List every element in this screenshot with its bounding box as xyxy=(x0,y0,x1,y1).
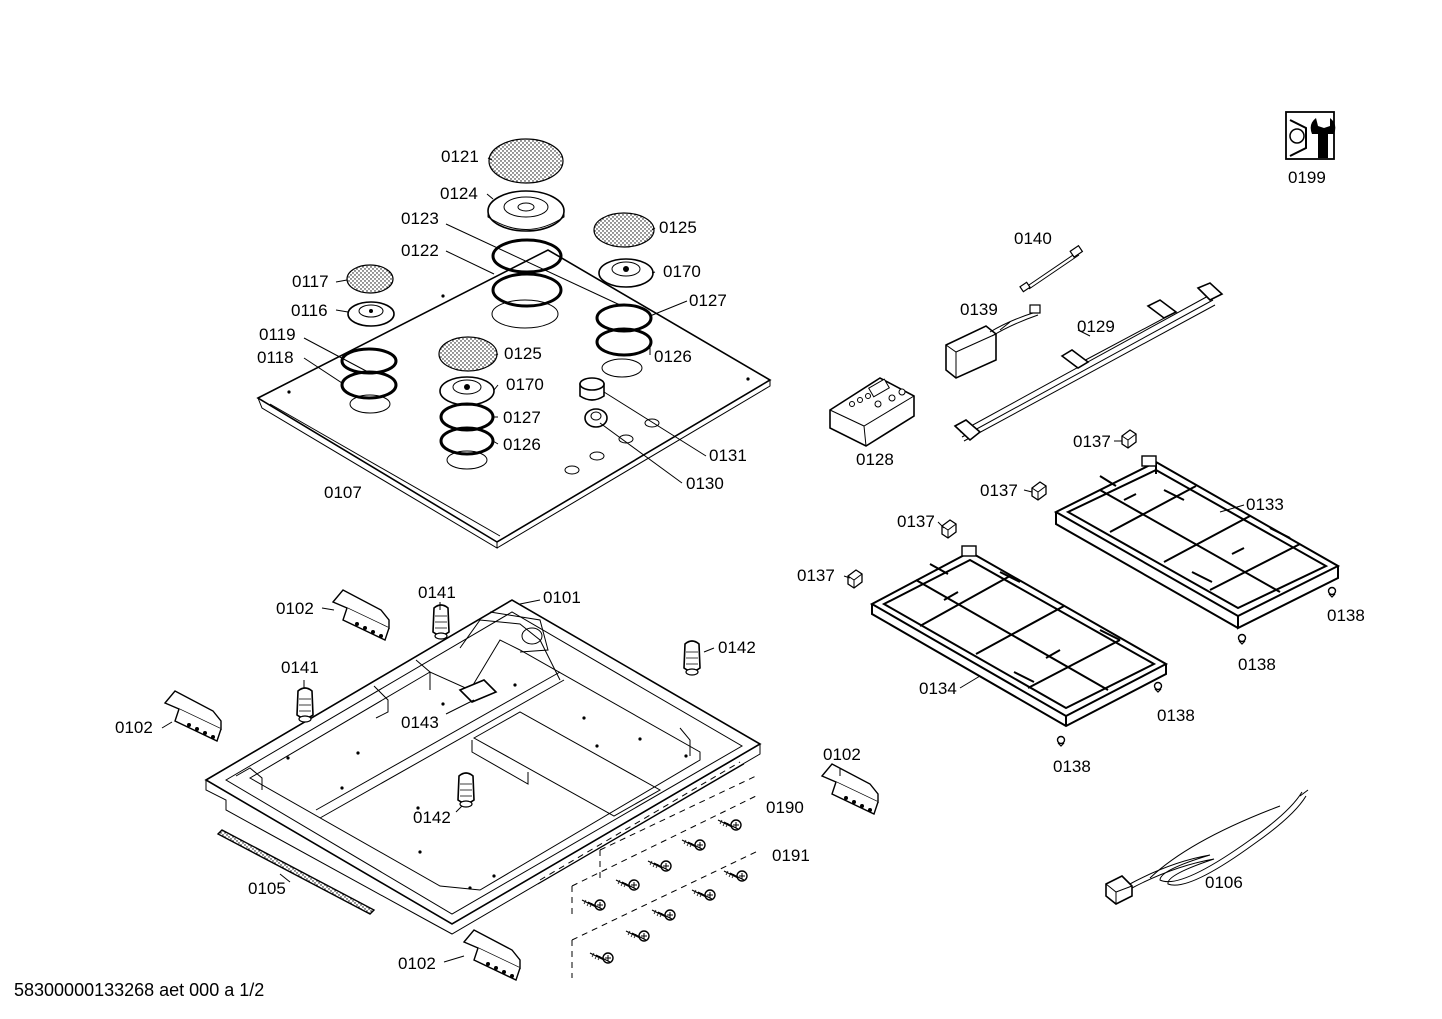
label-0141-b: 0141 xyxy=(281,658,319,677)
label-0119: 0119 xyxy=(259,325,296,344)
large-burner-cap-mesh xyxy=(488,138,564,184)
label-0141-a: 0141 xyxy=(418,583,456,602)
drawing-id-footer: 58300000133268 aet 000 a 1/2 xyxy=(14,980,265,1000)
label-0142-b: 0142 xyxy=(413,808,451,827)
screw-group-0190 xyxy=(599,775,757,901)
medium-burner-rings-right xyxy=(595,303,653,357)
medium-burner-head-front xyxy=(439,376,495,406)
wiring-harness-0129 xyxy=(953,282,1224,442)
label-0137-a: 0137 xyxy=(1073,432,1111,451)
label-0138-b: 0138 xyxy=(1238,655,1276,674)
service-wrench-icon xyxy=(1285,111,1336,160)
part-labels: 0121 0124 0123 0122 0125 0170 0127 0126 … xyxy=(115,147,1365,973)
label-0127-right: 0127 xyxy=(689,291,727,310)
small-burner-head xyxy=(347,301,395,327)
power-cable-0106 xyxy=(1105,789,1309,905)
large-burner-head xyxy=(487,190,565,232)
label-0137-c: 0137 xyxy=(897,512,935,531)
label-0199: 0199 xyxy=(1288,168,1326,187)
label-0137-b: 0137 xyxy=(980,481,1018,500)
label-0118: 0118 xyxy=(257,348,294,367)
label-0128: 0128 xyxy=(856,450,894,469)
label-0107: 0107 xyxy=(324,483,362,502)
bottom-leader-lines xyxy=(161,599,841,963)
grate-leaders xyxy=(843,440,1245,689)
medium-burner-head-right xyxy=(598,258,654,288)
label-0105: 0105 xyxy=(248,879,286,898)
large-burner-rings xyxy=(491,238,563,308)
label-0106: 0106 xyxy=(1205,873,1243,892)
medium-burner-cap-mesh-front xyxy=(438,336,498,372)
knob-bezel xyxy=(584,408,608,428)
small-burner-cap-mesh xyxy=(346,264,394,294)
label-0131: 0131 xyxy=(709,446,747,465)
label-0124: 0124 xyxy=(440,184,478,203)
label-0134: 0134 xyxy=(919,679,957,698)
label-0102-d: 0102 xyxy=(398,954,436,973)
electrics-leaders xyxy=(999,321,1091,337)
pan-support-0134 xyxy=(869,545,1169,728)
label-0126-front: 0126 xyxy=(503,435,541,454)
label-0121: 0121 xyxy=(441,147,479,166)
label-0127-front: 0127 xyxy=(503,408,541,427)
label-0129: 0129 xyxy=(1077,317,1115,336)
top-leader-lines xyxy=(303,157,707,484)
seal-strip-0105 xyxy=(216,829,376,915)
label-0143: 0143 xyxy=(401,713,439,732)
hob-base-tray-0101 xyxy=(204,599,762,935)
ignition-module-0139 xyxy=(945,304,1041,379)
label-0139: 0139 xyxy=(960,300,998,319)
label-0140: 0140 xyxy=(1014,229,1052,248)
label-0122: 0122 xyxy=(401,241,439,260)
label-0101: 0101 xyxy=(543,588,581,607)
label-0126-right: 0126 xyxy=(654,347,692,366)
label-0117: 0117 xyxy=(292,272,329,291)
control-knob xyxy=(579,377,605,401)
screw-group-0191 xyxy=(571,795,761,978)
label-0138-a: 0138 xyxy=(1327,606,1365,625)
label-0138-c: 0138 xyxy=(1157,706,1195,725)
label-0190: 0190 xyxy=(766,798,804,817)
label-0137-d: 0137 xyxy=(797,566,835,585)
small-burner-rings xyxy=(340,347,398,400)
hob-top-plate xyxy=(256,249,772,549)
label-0116: 0116 xyxy=(291,301,328,320)
label-0123: 0123 xyxy=(401,209,439,228)
label-0170-front: 0170 xyxy=(506,375,544,394)
label-0191: 0191 xyxy=(772,846,810,865)
label-0142-a: 0142 xyxy=(718,638,756,657)
label-0170-right: 0170 xyxy=(663,262,701,281)
label-0102-a: 0102 xyxy=(276,599,314,618)
rubber-feet-0138 xyxy=(1056,586,1337,747)
label-0102-c: 0102 xyxy=(823,745,861,764)
short-wire-0140 xyxy=(1019,244,1084,293)
label-0102-b: 0102 xyxy=(115,718,153,737)
label-0133: 0133 xyxy=(1246,495,1284,514)
label-0125-front: 0125 xyxy=(504,344,542,363)
label-0125-right: 0125 xyxy=(659,218,697,237)
label-0130: 0130 xyxy=(686,474,724,493)
label-0138-d: 0138 xyxy=(1053,757,1091,776)
control-unit-0128 xyxy=(829,377,915,447)
pan-support-0133 xyxy=(1053,455,1341,630)
medium-burner-cap-mesh-right xyxy=(593,212,655,248)
